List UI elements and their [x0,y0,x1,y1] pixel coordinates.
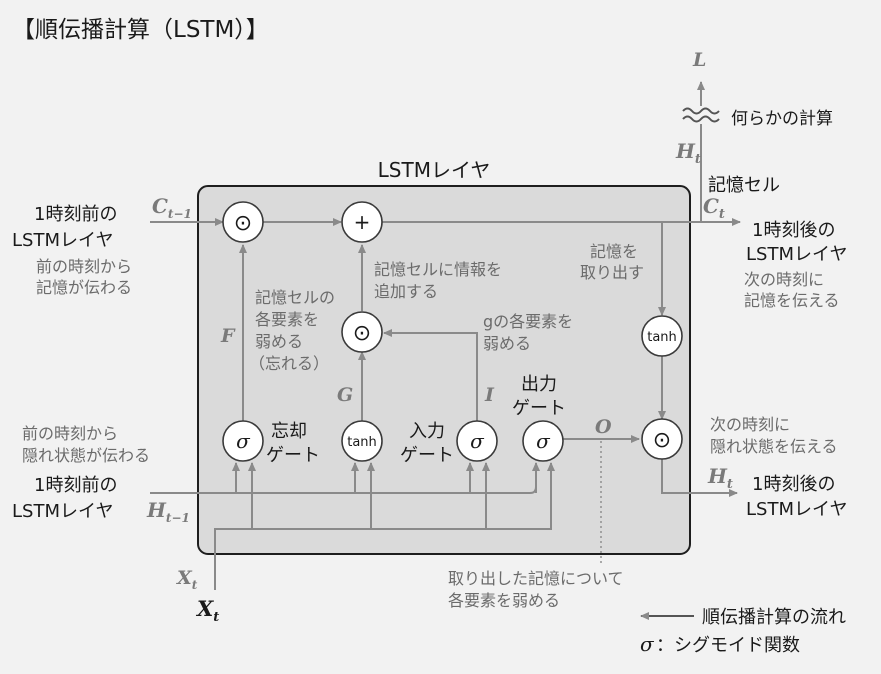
page-title: 【順伝播計算（LSTM）】 [12,17,269,43]
forget-gate-label-1: 忘却 [271,421,307,442]
prev-cell-label-1: 1時刻前の [34,204,117,225]
svg-text:σ: σ [470,429,485,453]
svg-text:⊙: ⊙ [234,211,252,236]
var-Ht-top: Ht [675,139,701,167]
forget-gate-node: σ [222,420,264,462]
legend-sigma-symbol: σ [640,632,655,656]
svg-text:+: + [354,210,371,234]
i-to-mul2-line [383,329,478,421]
var-G: G [337,384,353,406]
var-Ht: Ht [707,464,733,492]
var-F: F [220,325,236,347]
layer-title: LSTMレイヤ [378,158,491,182]
wave-icon [682,107,720,123]
var-I: I [484,384,495,406]
prev-cell-note-2: 記憶が伝わる [36,278,132,297]
lstm-layer-box [197,185,691,555]
input-gate-label-2: ゲート [400,445,454,466]
weaken-note-2: 各要素を [255,310,319,329]
input-mul-node: ⊙ [341,311,383,353]
x-bus-line [214,462,555,590]
next-hidden-label-1: 1時刻後の [752,474,835,495]
next-cell-label-2: LSTMレイヤ [746,244,847,265]
next-cell-note-1: 次の時刻に [744,270,824,289]
prev-hidden-note-2: 隠れ状態が伝わる [22,446,150,465]
output-gate-label-1: 出力 [521,374,557,395]
hprev-bus-end [529,486,537,494]
g-tanh-node: tanh [341,420,383,462]
weaken-note-4: （忘れる） [249,354,329,373]
next-cell-note-2: 記憶を伝える [744,291,840,310]
var-L: L [692,49,706,71]
var-Ct: Ct [703,194,725,222]
next-cell-label-1: 1時刻後の [752,220,835,241]
cell-tanh-node: tanh [641,315,683,357]
forget-gate-label-2: ゲート [266,445,320,466]
output-mul-node: ⊙ [641,418,683,460]
bottom-note-1: 取り出した記憶について [448,569,624,588]
prev-cell-label-2: LSTMレイヤ [12,230,113,251]
svg-text:σ: σ [536,429,551,453]
legend: 順伝播計算の流れ σ ：シグモイド関数 [640,607,846,656]
input-gate-node: σ [456,420,498,462]
next-hidden-note-1: 次の時刻に [710,415,790,434]
var-Ct-prev: Ct−1 [152,194,192,221]
extract-note-1: 記憶を [590,242,638,261]
input-gate-label-1: 入力 [409,421,445,442]
add-info-note-2: 追加する [374,282,438,301]
prev-hidden-note-1: 前の時刻から [22,424,118,443]
svg-text:σ: σ [236,429,251,453]
forget-mul-node: ⊙ [222,201,264,243]
g-weaken-note-2: 弱める [483,334,531,353]
add-info-note-1: 記憶セルに情報を [374,260,502,279]
bottom-note-2: 各要素を弱める [448,591,560,610]
memory-cell-label: 記憶セル [708,175,780,196]
weaken-note-1: 記憶セルの [255,288,335,307]
output-gate-node: σ [522,420,564,462]
g-weaken-note-1: gの各要素を [483,312,573,331]
calc-label: 何らかの計算 [731,109,833,129]
var-Ht-prev: Ht−1 [146,498,190,525]
hidden-out-line [661,458,738,497]
var-Xt-gray: Xt [176,567,198,592]
svg-text:⊙: ⊙ [653,428,671,453]
add-node: + [341,201,383,243]
svg-text:tanh: tanh [647,330,677,345]
weaken-note-3: 弱める [255,332,303,351]
svg-text:⊙: ⊙ [353,321,371,346]
prev-hidden-label-2: LSTMレイヤ [12,501,113,522]
legend-sigma-label: ：シグモイド関数 [656,635,800,656]
next-hidden-note-2: 隠れ状態を伝える [710,437,838,456]
legend-flow-label: 順伝播計算の流れ [702,607,846,628]
svg-text:tanh: tanh [347,435,377,450]
prev-cell-note-1: 前の時刻から [36,257,132,276]
output-gate-label-2: ゲート [512,398,566,419]
next-hidden-label-2: LSTMレイヤ [746,499,847,520]
extract-note-2: 取り出す [580,263,644,282]
prev-hidden-label-1: 1時刻前の [34,475,117,496]
var-Xt-bold: Xt [195,596,219,625]
var-O: O [595,416,612,438]
